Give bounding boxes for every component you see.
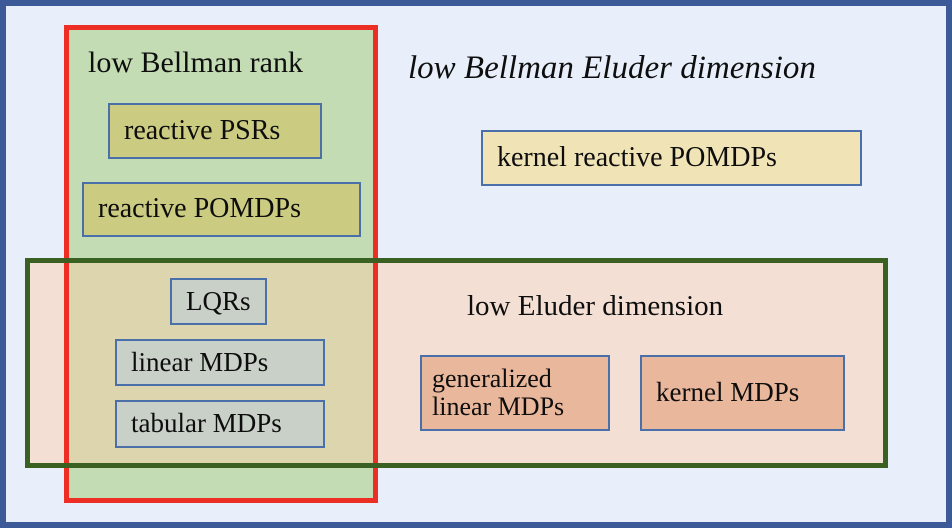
intersection-top-border: [64, 258, 378, 263]
box-tabular-mdps-label: tabular MDPs: [131, 408, 282, 439]
box-linear-mdps-label: linear MDPs: [131, 346, 269, 377]
box-lqrs-label: LQRs: [186, 285, 251, 316]
box-reactive-pomdps: reactive POMDPs: [82, 182, 361, 237]
region-label-low-bellman-rank: low Bellman rank: [88, 46, 303, 79]
region-label-low-bellman-eluder-dimension: low Bellman Eluder dimension: [408, 50, 816, 86]
box-reactive-psrs: reactive PSRs: [108, 103, 322, 159]
region-label-low-eluder-dimension: low Eluder dimension: [467, 290, 724, 322]
intersection-left-border: [64, 258, 69, 468]
box-kernel-mdps: kernel MDPs: [640, 355, 845, 431]
box-kernel-mdps-label: kernel MDPs: [656, 377, 800, 408]
box-reactive-psrs-label: reactive PSRs: [124, 114, 281, 146]
box-reactive-pomdps-label: reactive POMDPs: [98, 193, 301, 225]
box-kernel-reactive-pomdps-label: kernel reactive POMDPs: [497, 141, 777, 173]
box-lqrs: LQRs: [170, 278, 267, 325]
box-kernel-reactive-pomdps: kernel reactive POMDPs: [481, 130, 862, 186]
intersection-bottom-border: [64, 463, 378, 468]
box-tabular-mdps: tabular MDPs: [115, 400, 325, 448]
box-generalized-linear-mdps: generalized linear MDPs: [420, 355, 610, 431]
intersection-right-border: [373, 258, 378, 468]
box-generalized-linear-mdps-label: generalized linear MDPs: [432, 363, 565, 421]
box-linear-mdps: linear MDPs: [115, 339, 325, 386]
